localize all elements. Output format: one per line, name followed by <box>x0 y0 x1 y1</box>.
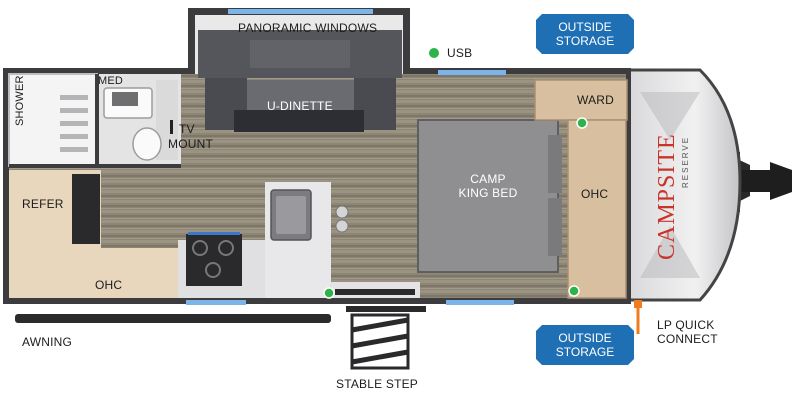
window-rear-bottom <box>186 300 246 305</box>
shower-label: SHOWER <box>14 75 26 126</box>
usb-dot-door <box>323 287 335 299</box>
outside-storage-bottom-line2: STORAGE <box>555 345 615 359</box>
usb-dot-ohc <box>568 285 580 297</box>
lp-connect-line <box>634 300 642 334</box>
awning-bar <box>15 314 331 323</box>
dinette <box>198 30 402 132</box>
refer-label: REFER <box>22 197 64 211</box>
logo-brand-text: CAMPSITE <box>654 133 680 260</box>
u-dinette-label: U-DINETTE <box>267 99 333 113</box>
stable-step-label: STABLE STEP <box>336 377 419 391</box>
ohc-rear-label: OHC <box>95 278 123 292</box>
window-front-bottom <box>446 300 514 305</box>
med-label: MED <box>98 75 124 87</box>
front-cap <box>626 68 742 302</box>
tv-mount-line2: MOUNT <box>168 137 213 151</box>
usb-dot-ward <box>576 117 588 129</box>
outside-storage-bottom-line1: OUTSIDE <box>558 331 612 345</box>
logo-sub-text: RESERVE <box>681 136 690 188</box>
tv-mount-mark <box>170 120 173 134</box>
ohc-front-label: OHC <box>581 187 609 201</box>
entry-door <box>330 282 420 298</box>
camp-king-bed-line2: KING BED <box>458 186 518 200</box>
bathroom <box>8 73 181 168</box>
panoramic-window <box>228 9 373 14</box>
lp-quick-connect-line2: CONNECT <box>657 332 718 346</box>
panoramic-windows-label: PANORAMIC WINDOWS <box>238 21 378 35</box>
usb-label: USB <box>447 46 473 60</box>
wardrobe <box>534 79 628 299</box>
outside-storage-top-line2: STORAGE <box>555 34 615 48</box>
outside-storage-top-line1: OUTSIDE <box>558 20 612 34</box>
campsite-reserve-logo: CAMPSITE RESERVE <box>654 133 690 260</box>
camp-king-bed-line1: CAMP <box>470 172 506 186</box>
king-bed <box>417 119 562 273</box>
awning-label: AWNING <box>22 335 73 349</box>
stable-step <box>346 306 426 370</box>
stove <box>186 232 242 286</box>
ward-label: WARD <box>577 93 615 107</box>
lp-quick-connect-line1: LP QUICK <box>657 318 715 332</box>
window-front-top <box>438 70 506 75</box>
rear-cabinet <box>9 248 179 298</box>
tv-mount-line1: TV <box>179 122 195 136</box>
refrigerator <box>9 170 101 248</box>
usb-dot-legend <box>429 48 439 58</box>
